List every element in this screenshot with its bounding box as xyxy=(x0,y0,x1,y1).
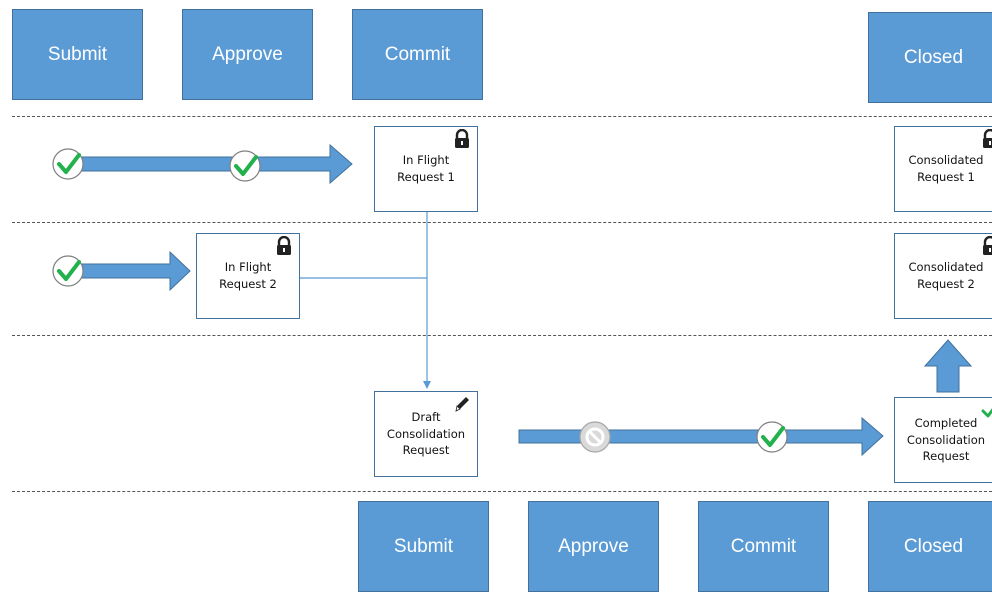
pencil-icon xyxy=(455,397,469,412)
bottom-stage-approve: Approve xyxy=(528,501,659,592)
bottom-stage-submit: Submit xyxy=(358,501,489,592)
draft-consolidation-request-box: Draft Consolidation Request xyxy=(374,391,478,477)
top-stage-approve: Approve xyxy=(182,9,313,100)
lock-icon xyxy=(983,129,992,148)
lane-divider xyxy=(12,491,992,492)
lane-divider xyxy=(12,335,992,336)
lane-divider xyxy=(12,116,992,117)
check-icon xyxy=(756,421,788,453)
top-stage-commit: Commit xyxy=(352,9,483,100)
consolidated-request-1-box: Consolidated Request 1 xyxy=(894,126,992,212)
flow-arrow-request-1 xyxy=(67,143,353,185)
lock-icon xyxy=(983,236,992,255)
in-flight-request-1-label: In Flight Request 1 xyxy=(397,153,455,184)
check-icon xyxy=(981,408,992,418)
top-stage-submit: Submit xyxy=(12,9,143,100)
flow-arrow-request-2 xyxy=(67,250,191,292)
consolidated-request-2-box: Consolidated Request 2 xyxy=(894,233,992,319)
check-icon xyxy=(229,150,261,182)
merge-connector xyxy=(300,211,427,388)
lane-divider xyxy=(12,222,992,223)
in-flight-request-2-box: In Flight Request 2 xyxy=(196,233,300,319)
check-icon xyxy=(52,148,84,180)
in-flight-request-1-box: In Flight Request 1 xyxy=(374,126,478,212)
lock-icon xyxy=(277,236,291,255)
consolidated-request-1-label: Consolidated Request 1 xyxy=(908,153,984,184)
completed-consolidation-request-box: Completed Consolidation Request xyxy=(894,397,992,483)
no-entry-icon xyxy=(579,421,611,453)
check-icon xyxy=(52,255,84,287)
bottom-stage-commit: Commit xyxy=(698,501,829,592)
lock-icon xyxy=(455,129,469,148)
bottom-stage-closed: Closed xyxy=(868,501,992,592)
consolidated-request-2-label: Consolidated Request 2 xyxy=(908,260,984,291)
promote-up-arrow xyxy=(923,339,973,393)
in-flight-request-2-label: In Flight Request 2 xyxy=(219,260,277,291)
completed-consolidation-request-label: Completed Consolidation Request xyxy=(906,415,986,464)
flow-arrow-consolidation xyxy=(518,416,884,457)
top-stage-closed: Closed xyxy=(868,12,992,103)
draft-consolidation-request-label: Draft Consolidation Request xyxy=(386,409,466,458)
